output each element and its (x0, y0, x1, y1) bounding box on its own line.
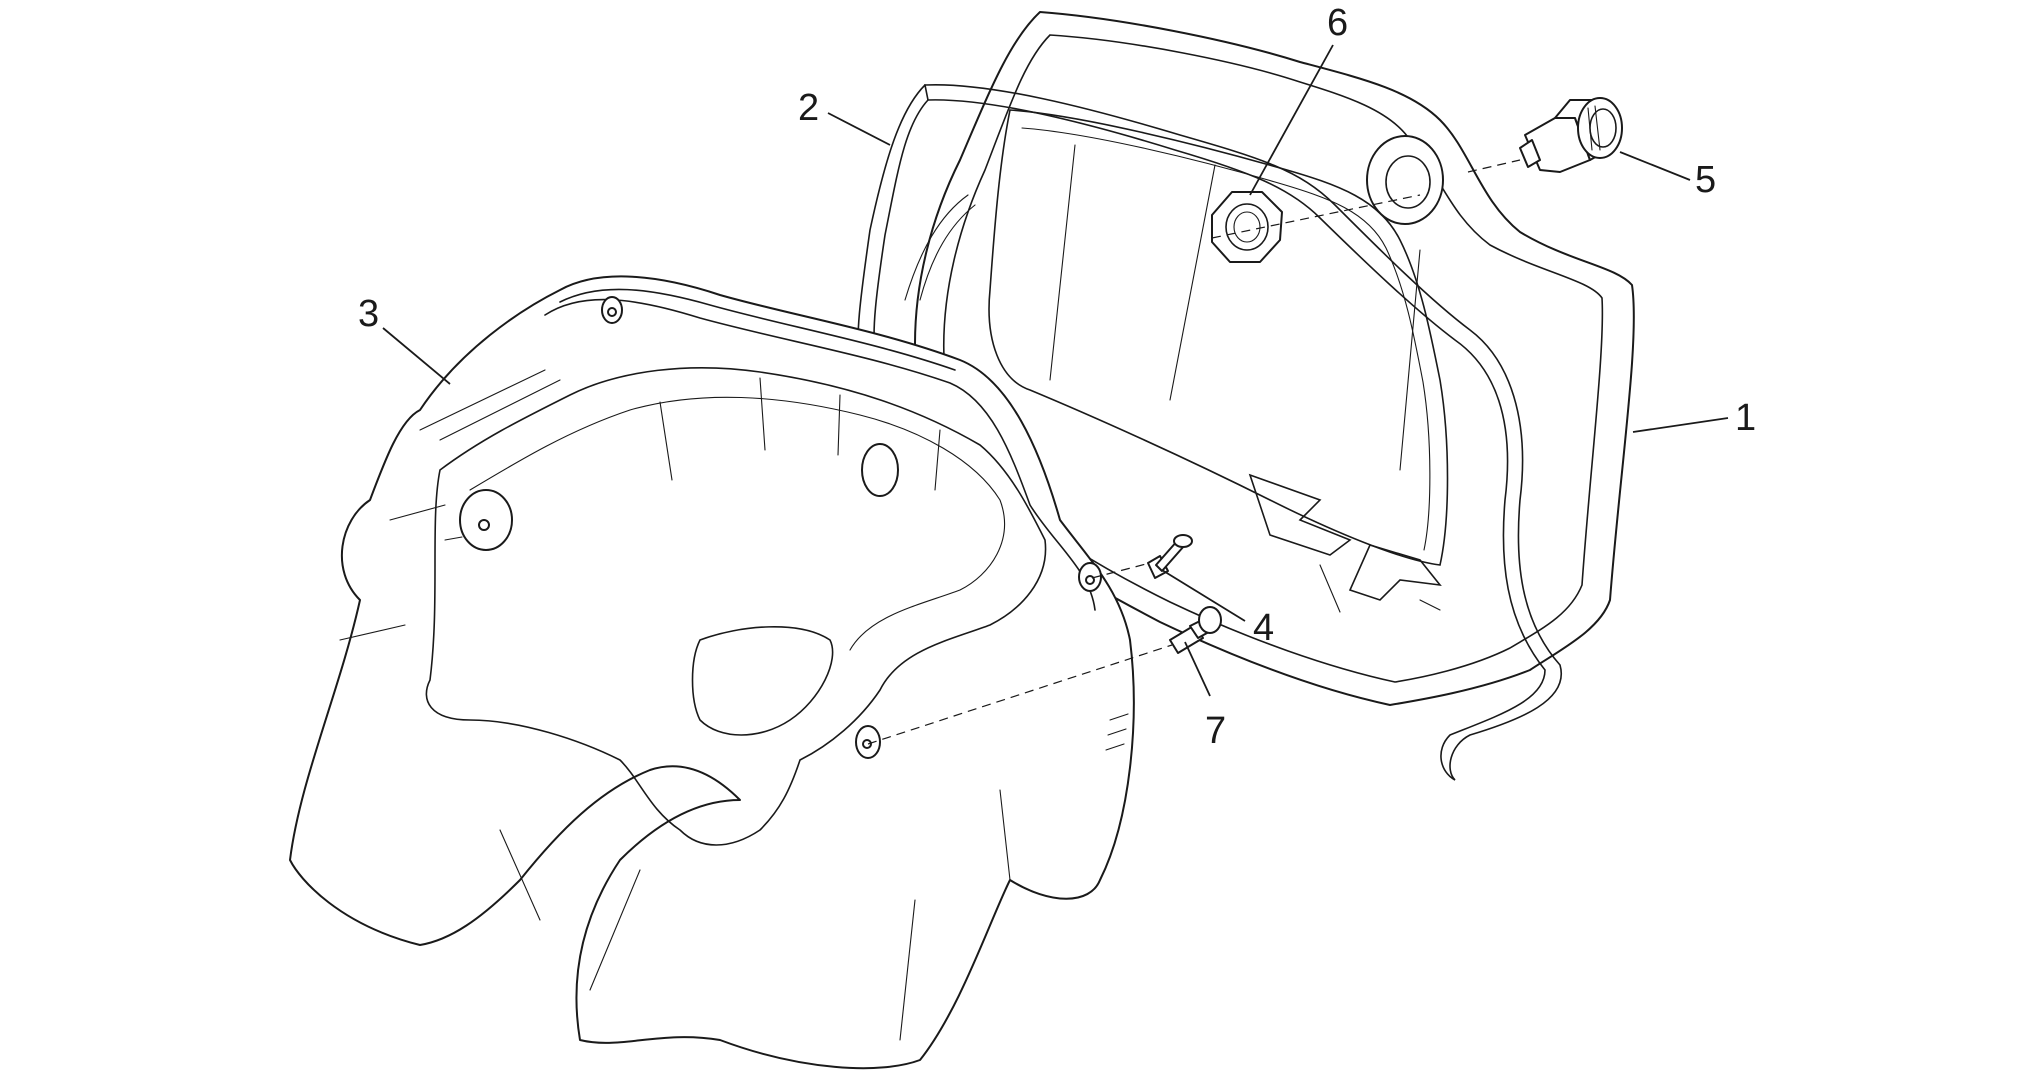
callout-2: 2 (798, 87, 819, 129)
part-4-screw (1147, 534, 1193, 579)
part-1-panel (914, 11, 1635, 706)
callout-1: 1 (1735, 397, 1756, 439)
part-6-nut (1211, 191, 1283, 263)
part-7-bolt (1169, 606, 1222, 654)
callout-7: 7 (1205, 710, 1226, 752)
callout-3: 3 (358, 293, 379, 335)
callout-4: 4 (1253, 607, 1274, 649)
alignment-lines (867, 159, 1521, 745)
callout-6: 6 (1327, 2, 1348, 44)
part-5-lock (1519, 97, 1623, 173)
part-3-tray (289, 275, 1135, 1070)
leader-lines (382, 44, 1729, 697)
callout-5: 5 (1695, 159, 1716, 201)
